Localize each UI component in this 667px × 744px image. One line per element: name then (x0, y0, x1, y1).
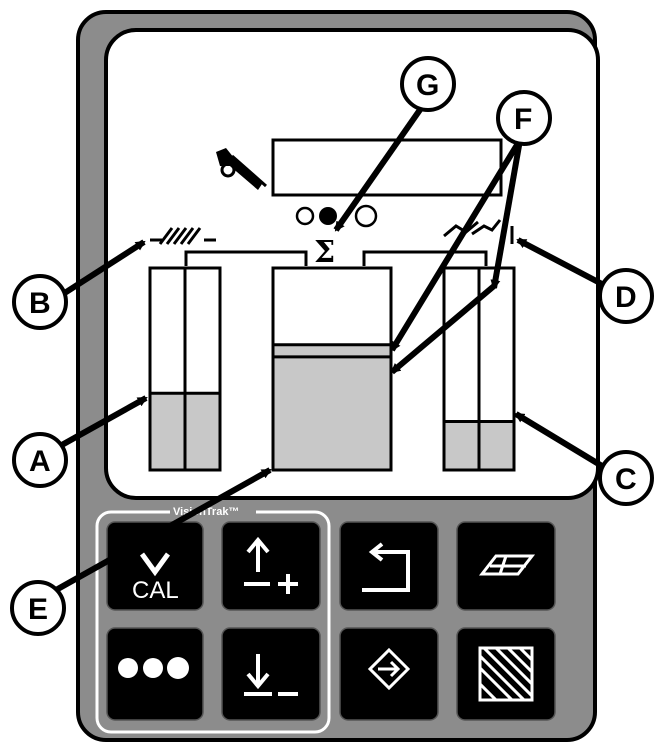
svg-text:F: F (514, 103, 532, 136)
leader-c (514, 411, 604, 469)
check-arrow-icon (139, 552, 171, 577)
callout-c: C (598, 450, 654, 506)
gauge-left (148, 266, 222, 472)
key-cal[interactable]: CAL (106, 521, 204, 611)
gauge-center (271, 266, 393, 472)
callout-g: G (400, 56, 456, 112)
svg-text:B: B (29, 287, 51, 320)
return-arrow-icon (362, 542, 410, 592)
indicator-right-icon (354, 204, 378, 228)
leader-f3 (390, 283, 496, 375)
leader-d (516, 237, 604, 287)
svg-text:E: E (28, 593, 48, 626)
key-hatch[interactable] (454, 627, 566, 726)
svg-text:D: D (615, 281, 637, 314)
key-menu[interactable] (106, 627, 204, 721)
sigma-symbol: Σ (314, 235, 335, 270)
key-down-adjust[interactable] (221, 627, 321, 721)
callout-f: F (496, 90, 552, 146)
gauge-brackets (184, 250, 488, 266)
leader-f1 (389, 138, 523, 352)
svg-text:C: C (615, 463, 637, 496)
sensor-bolt-icon (443, 219, 514, 244)
leader-a (58, 395, 148, 449)
hatched-square-icon (478, 646, 534, 702)
gauge-center-fill (274, 344, 390, 469)
leader-lines (54, 102, 604, 593)
arrow-up-plus-icon (244, 536, 298, 594)
indicator-lights (295, 204, 378, 228)
text-display-window (271, 138, 503, 197)
shaft-hatch-icon (150, 227, 216, 245)
indicator-middle-icon (319, 207, 337, 225)
indicator-left-icon (295, 206, 315, 226)
three-dots-icon (118, 657, 189, 679)
field-area-icon (478, 554, 536, 576)
wrench-icon (216, 148, 267, 190)
leader-g (333, 102, 427, 232)
leader-e (54, 467, 272, 593)
arrow-down-minus-icon (244, 654, 298, 696)
svg-text:G: G (416, 69, 439, 102)
leader-b (58, 239, 146, 299)
enter-diamond-icon (367, 647, 411, 691)
callout-b: B (12, 274, 68, 330)
key-up-adjust[interactable] (221, 521, 321, 611)
cal-label: CAL (132, 577, 179, 604)
key-enter[interactable] (339, 627, 439, 721)
leader-f2 (490, 139, 523, 290)
callout-a: A (12, 432, 68, 488)
svg-text:A: A (29, 445, 51, 478)
key-area[interactable] (456, 521, 556, 611)
key-return[interactable] (339, 521, 439, 611)
callout-e: E (10, 580, 66, 636)
callout-d: D (598, 268, 654, 324)
